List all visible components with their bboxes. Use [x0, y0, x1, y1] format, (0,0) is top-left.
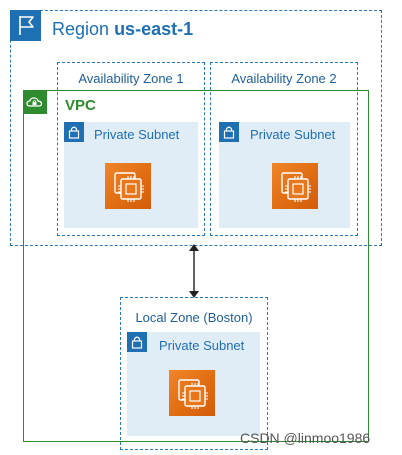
availability-zone-2	[210, 62, 358, 236]
private-subnet-az1-label: Private Subnet	[94, 127, 180, 142]
lock-icon	[219, 122, 239, 142]
cloud-lock-icon	[23, 90, 47, 114]
vpc-label: VPC	[65, 97, 96, 114]
private-subnet-az2-label: Private Subnet	[250, 127, 336, 142]
local-zone-boston	[120, 297, 268, 450]
region-label: Region us-east-1	[52, 19, 193, 40]
lock-icon	[127, 332, 147, 352]
ec2-instance-icon	[272, 163, 318, 209]
vpc-boundary	[23, 90, 369, 442]
local-zone-label: Local Zone (Boston)	[135, 310, 253, 325]
bidirectional-arrow	[186, 242, 202, 300]
flag-icon	[10, 10, 41, 41]
private-subnet-local-zone-label: Private Subnet	[159, 338, 245, 353]
ec2-instance-icon	[105, 163, 151, 209]
watermark-text: CSDN @linmoo1986	[240, 430, 371, 446]
availability-zone-1	[57, 62, 205, 236]
availability-zone-1-label: Availability Zone 1	[78, 71, 184, 86]
region-label-prefix: Region	[52, 19, 110, 39]
lock-icon	[64, 122, 84, 142]
region-name: us-east-1	[114, 19, 194, 39]
availability-zone-2-label: Availability Zone 2	[231, 71, 337, 86]
ec2-instance-icon	[169, 370, 215, 416]
region-boundary	[10, 10, 382, 246]
